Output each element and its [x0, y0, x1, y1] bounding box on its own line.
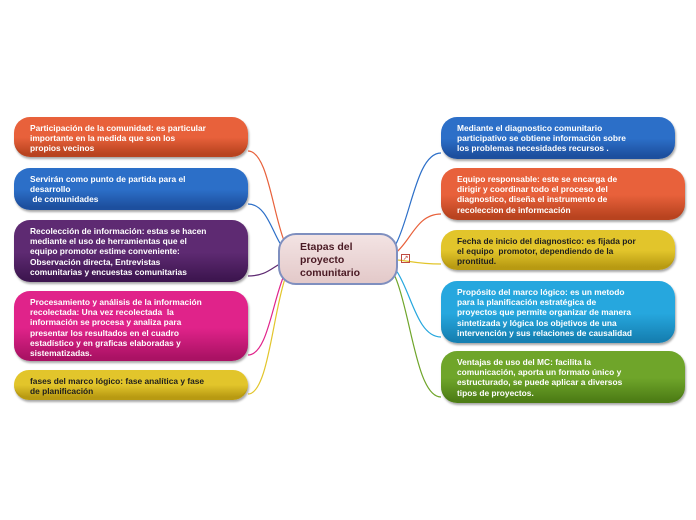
node-fases-marco-logico[interactable]: fases del marco lógico: fase analítica y…: [14, 370, 248, 400]
central-topic[interactable]: Etapas del proyecto comunitario: [278, 233, 398, 285]
node-proposito-marco-logico[interactable]: Propósito del marco lógico: es un metodo…: [441, 281, 675, 343]
node-punto-de-partida[interactable]: Servirán como punto de partida para el d…: [14, 168, 248, 210]
node-procesamiento-analisis[interactable]: Procesamiento y análisis de la informaci…: [14, 291, 248, 361]
node-participacion-comunidad[interactable]: Participación de la comunidad: es partic…: [14, 117, 248, 157]
node-equipo-responsable[interactable]: Equipo responsable: este se encarga de d…: [441, 168, 685, 220]
node-recoleccion-informacion[interactable]: Recolección de información: estas se hac…: [14, 220, 248, 282]
node-fecha-inicio[interactable]: Fecha de inicio del diagnostico: es fija…: [441, 230, 675, 270]
node-diagnostico-comunitario[interactable]: Mediante el diagnostico comunitario part…: [441, 117, 675, 159]
node-ventajas-mc[interactable]: Ventajas de uso del MC: facilita la comu…: [441, 351, 685, 403]
link-icon[interactable]: ↗: [401, 254, 410, 263]
